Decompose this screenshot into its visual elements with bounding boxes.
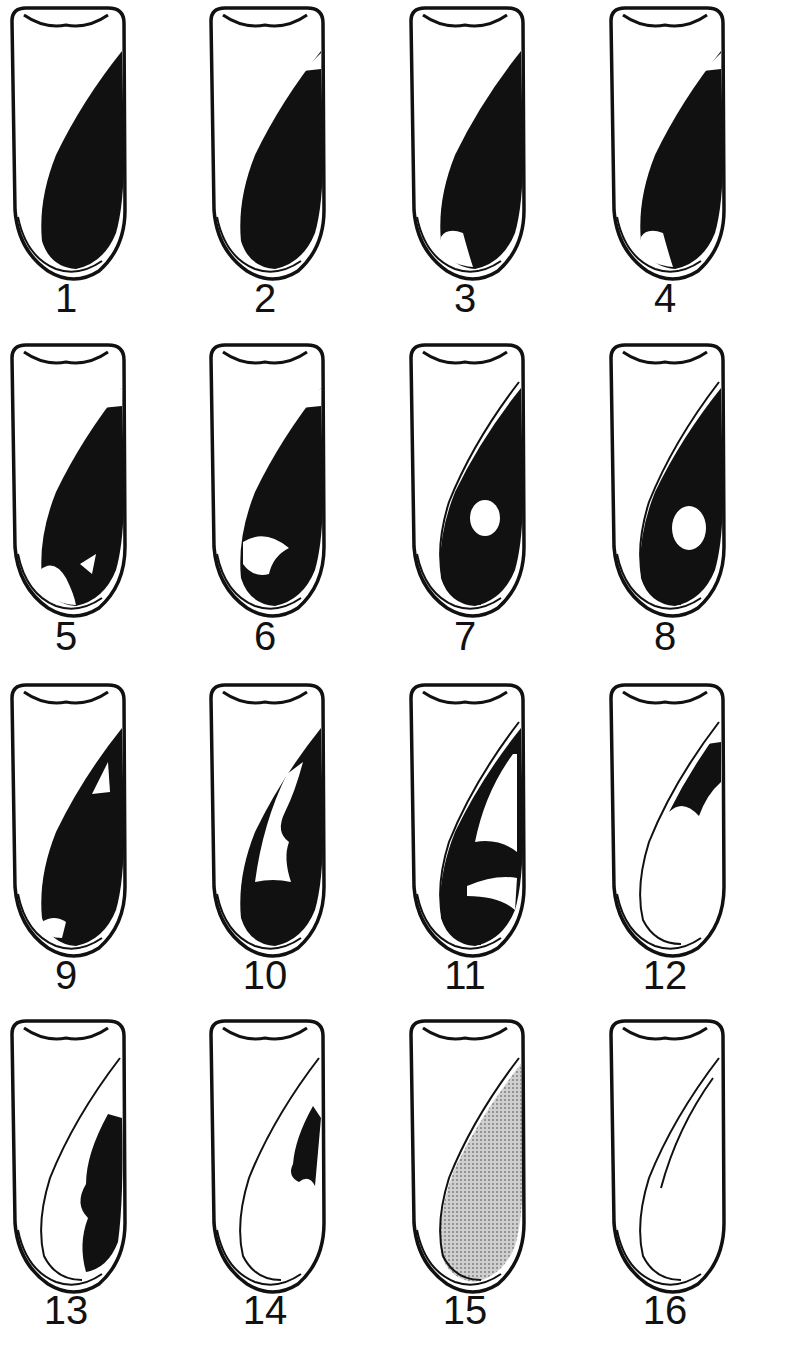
figure-number: 14 <box>243 1290 288 1330</box>
figure-number: 9 <box>55 955 77 995</box>
figure-number: 16 <box>643 1290 688 1330</box>
figure-number: 7 <box>454 616 476 656</box>
figure-number: 15 <box>443 1290 488 1330</box>
figure-number: 12 <box>643 955 688 995</box>
figure-number: 2 <box>254 278 276 318</box>
figure-number: 3 <box>454 278 476 318</box>
figure-number: 11 <box>444 955 486 995</box>
figure-number: 5 <box>55 616 77 656</box>
figure-number: 6 <box>254 616 276 656</box>
figure-number: 1 <box>55 278 77 318</box>
figure-number: 4 <box>654 278 676 318</box>
figure-number: 8 <box>654 616 676 656</box>
figure-number: 10 <box>243 955 288 995</box>
figure-number: 13 <box>44 1290 89 1330</box>
